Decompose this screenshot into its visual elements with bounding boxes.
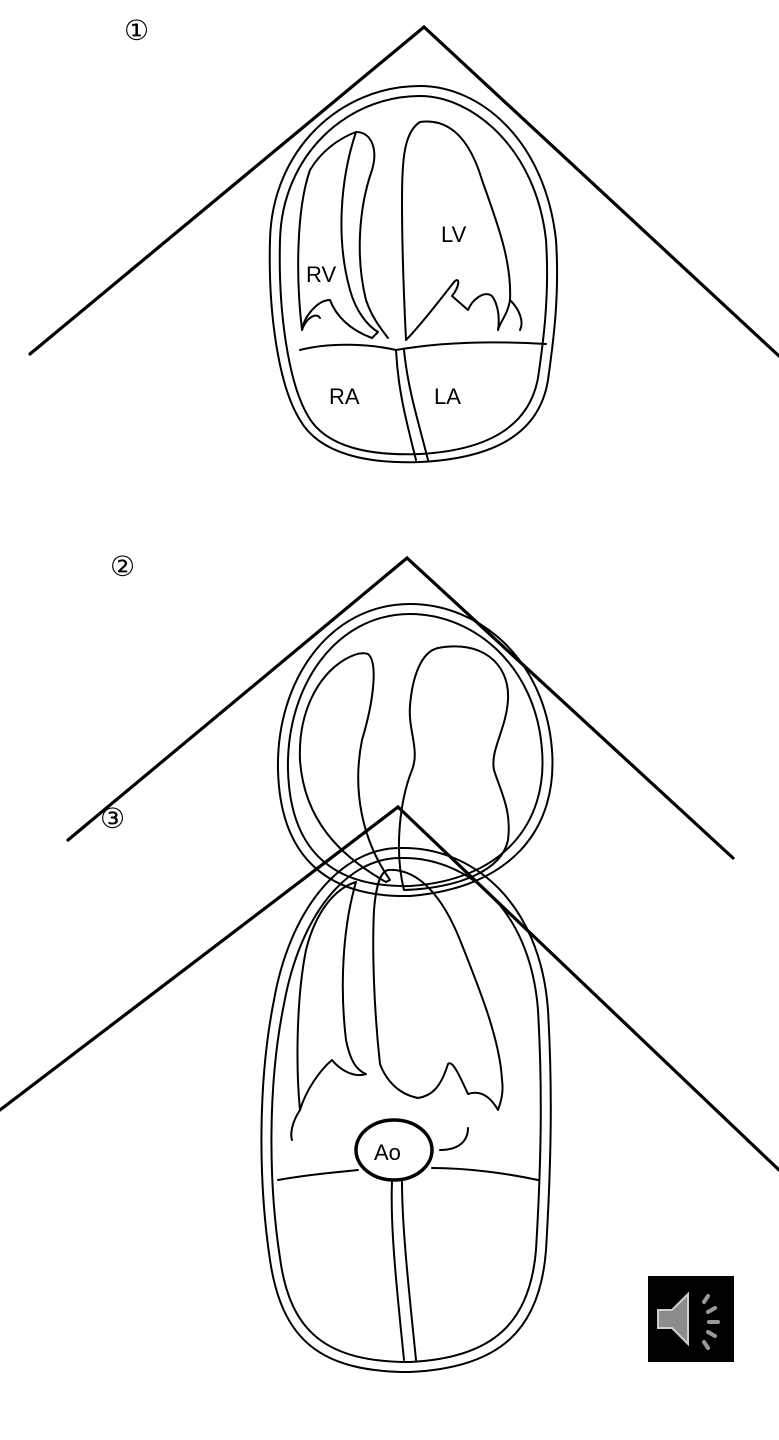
right-ventricle-septal-edge bbox=[356, 132, 388, 338]
atrial-floor-5ch-right bbox=[432, 1168, 538, 1180]
tricuspid-valve bbox=[302, 316, 320, 330]
panel-2-number: ② bbox=[110, 550, 135, 583]
panel-3-number: ③ bbox=[100, 802, 125, 835]
label-ra: RA bbox=[329, 384, 360, 409]
speaker-sound-icon bbox=[648, 1276, 734, 1362]
panel-1: ① RV LV RA LA bbox=[30, 14, 779, 462]
mitral-valve-5ch bbox=[440, 1128, 468, 1150]
atrial-floor-5ch bbox=[278, 1170, 358, 1180]
panel-2: ② bbox=[68, 550, 733, 896]
panel-1-number: ① bbox=[124, 14, 149, 47]
panel-3-right-ventricle bbox=[298, 882, 366, 1110]
atrial-floor bbox=[300, 342, 546, 350]
panel-2-left-ventricle bbox=[399, 646, 509, 890]
right-ventricle-cavity bbox=[298, 132, 378, 338]
mitral-valve bbox=[510, 300, 522, 330]
label-rv: RV bbox=[306, 262, 336, 287]
label-la: LA bbox=[434, 384, 461, 409]
label-ao: Ao bbox=[374, 1140, 401, 1165]
tricuspid-valve-5ch bbox=[291, 1110, 300, 1140]
panel-3-left-ventricle bbox=[373, 870, 502, 1110]
label-lv: LV bbox=[441, 222, 467, 247]
audio-play-button[interactable] bbox=[648, 1276, 734, 1362]
panel-3-ultrasound-sector bbox=[0, 807, 779, 1170]
interatrial-septum-5ch-2 bbox=[402, 1182, 416, 1360]
panel-3-heart-outline bbox=[261, 848, 550, 1372]
interatrial-septum-2 bbox=[404, 350, 428, 460]
